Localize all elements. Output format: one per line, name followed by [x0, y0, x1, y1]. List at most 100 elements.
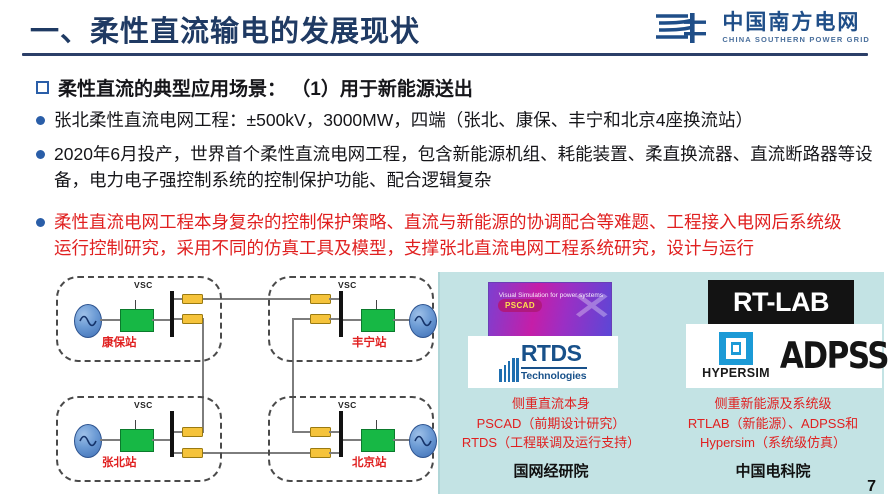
breaker-beijing-pole2: [310, 448, 331, 458]
station-label-kangbao: 康保站: [102, 337, 137, 349]
simulation-tools-panel: ✕ PSCAD Visual Simulation for power syst…: [438, 272, 888, 494]
brand-logo: 中国南方电网 CHINA SOUTHERN POWER GRID: [654, 8, 870, 48]
pscad-x-mark-icon: ✕: [569, 285, 612, 329]
converter-fengning: [361, 309, 395, 332]
left-caption-line2: PSCAD（前期设计研究）: [476, 415, 626, 431]
header-divider: [22, 53, 868, 56]
bullet-text: 张北柔性直流电网工程：±500kV，3000MW，四端（张北、康保、丰宁和北京4…: [54, 110, 753, 130]
wire-beijing-conv-to-ac: [393, 439, 411, 441]
bullet-item: 张北柔性直流电网工程：±500kV，3000MW，四端（张北、康保、丰宁和北京4…: [36, 108, 876, 134]
vsc-label: VSC: [338, 280, 357, 290]
rtds-subtitle: Technologies: [520, 366, 587, 382]
vsc-label: VSC: [338, 400, 357, 410]
logo-english-text: CHINA SOUTHERN POWER GRID: [722, 35, 870, 45]
dc-line-zhangbei-beijing: [182, 452, 310, 454]
wire-zhangbei-bus-top: [174, 431, 184, 433]
pscad-logo: ✕ PSCAD Visual Simulation for power syst…: [488, 282, 612, 340]
station-label-beijing: 北京站: [352, 457, 387, 469]
wire-beijing-bus-top: [329, 431, 339, 433]
converter-zhangbei: [120, 429, 154, 452]
wire-fengning-bus-to-conv: [343, 319, 361, 321]
vsc-label: VSC: [134, 400, 153, 410]
hvdc-single-line-diagram: VSC 康保站 VSC 丰宁站 VSC: [52, 272, 440, 494]
dc-link-right-top-stub: [292, 318, 312, 320]
dc-link-right-bottom-stub: [292, 431, 312, 433]
rtds-bars-icon: [499, 357, 519, 382]
bullet-dot-icon: [36, 218, 45, 227]
right-caption-line2: RTLAB（新能源）、ADPSS和: [687, 415, 859, 431]
converter-zhangbei-tick: [135, 420, 137, 429]
busbar-kangbao: [170, 291, 174, 337]
converter-kangbao: [120, 309, 154, 332]
converter-beijing: [361, 429, 395, 452]
wire-kangbao-bus-top: [174, 298, 184, 300]
hypersim-h-mark-icon: [719, 332, 753, 365]
ac-source-kangbao-icon: [74, 304, 102, 338]
bullet-text: 2020年6月投产，世界首个柔性直流电网工程，包含新能源机组、耗能装置、柔直换流…: [54, 144, 873, 190]
wire-zhangbei-bus-bottom: [174, 452, 184, 454]
wire-zhangbei-conv-to-bus: [152, 439, 170, 441]
busbar-fengning: [339, 291, 343, 337]
pscad-tagline: Visual Simulation for power systems: [498, 292, 603, 299]
dc-link-right-vertical: [292, 318, 294, 432]
tool-logo-row: ✕ PSCAD Visual Simulation for power syst…: [440, 278, 888, 394]
left-caption-line3: RTDS（工程联调及运行支持）: [461, 435, 641, 450]
station-box-kangbao: [56, 276, 222, 362]
rtds-wordmark: RTDS: [520, 339, 582, 366]
wire-beijing-bus-bottom: [329, 452, 339, 454]
bullet-item: 2020年6月投产，世界首个柔性直流电网工程，包含新能源机组、耗能装置、柔直换流…: [36, 142, 876, 194]
square-bullet-icon: [36, 81, 49, 94]
page-number: 7: [867, 478, 876, 495]
converter-fengning-tick: [376, 300, 378, 309]
adpss-logo: ADPSS: [780, 324, 888, 388]
right-organization-label: 中国电科院: [735, 463, 811, 480]
power-grid-mark-icon: [654, 11, 714, 45]
right-caption-line3: Hypersim（系统级仿真）: [700, 435, 846, 450]
breaker-fengning-pole2: [310, 314, 331, 324]
breaker-zhangbei-pole2: [182, 448, 203, 458]
busbar-zhangbei: [170, 411, 174, 457]
wire-kangbao-bus-bottom: [174, 318, 184, 320]
wire-fengning-bus-bottom: [329, 318, 339, 320]
converter-kangbao-tick: [135, 300, 137, 309]
dc-line-kangbao-fengning: [182, 298, 310, 300]
station-label-zhangbei: 张北站: [102, 457, 137, 469]
dc-link-left-vertical: [202, 318, 204, 432]
station-box-zhangbei: [56, 396, 222, 482]
logo-chinese-text: 中国南方电网: [722, 11, 861, 35]
breaker-fengning-pole1: [310, 294, 331, 304]
wire-beijing-bus-to-conv: [343, 439, 361, 441]
breaker-kangbao-pole2: [182, 314, 203, 324]
bullet-text: 柔性直流电网工程本身复杂的控制保护策略、直流与新能源的协调配合等难题、工程接入电…: [54, 212, 842, 258]
left-tool-caption: 侧重直流本身 PSCAD（前期设计研究） RTDS（工程联调及运行支持）: [440, 394, 662, 453]
rtds-logo: RTDS Technologies: [468, 336, 618, 388]
ac-source-zhangbei-icon: [74, 424, 102, 458]
breaker-kangbao-pole1: [182, 294, 203, 304]
pscad-wordmark: PSCAD: [498, 299, 543, 312]
rtlab-wordmark: RT-LAB: [733, 286, 829, 317]
adpss-wordmark: ADPSS: [779, 334, 888, 378]
right-tool-caption: 侧重新能源及系统级 RTLAB（新能源）、ADPSS和 Hypersim（系统级…: [662, 394, 884, 453]
bullet-dot-icon: [36, 116, 45, 125]
station-label-fengning: 丰宁站: [352, 337, 387, 349]
bullet-dot-icon: [36, 150, 45, 159]
wire-kangbao-ac-to-conv: [100, 319, 120, 321]
section-heading: 柔性直流的典型应用场景： （1）用于新能源送出: [36, 74, 473, 101]
breaker-zhangbei-pole1: [182, 427, 203, 437]
hypersim-wordmark: HYPERSIM: [702, 366, 770, 380]
left-caption-line1: 侧重直流本身: [511, 396, 590, 411]
vsc-label: VSC: [134, 280, 153, 290]
wire-kangbao-conv-to-bus: [152, 319, 170, 321]
breaker-beijing-pole1: [310, 427, 331, 437]
ac-source-fengning-icon: [409, 304, 437, 338]
ac-source-beijing-icon: [409, 424, 437, 458]
wire-fengning-bus-top: [329, 298, 339, 300]
left-organization-label: 国网经研院: [513, 463, 589, 480]
converter-beijing-tick: [376, 420, 378, 429]
rtlab-logo: RT-LAB: [708, 280, 854, 324]
wire-fengning-conv-to-ac: [393, 319, 411, 321]
busbar-beijing: [339, 411, 343, 457]
section-heading-label: 柔性直流的典型应用场景： （1）用于新能源送出: [58, 79, 473, 100]
page-title: 一、柔性直流输电的发展现状: [30, 16, 421, 48]
